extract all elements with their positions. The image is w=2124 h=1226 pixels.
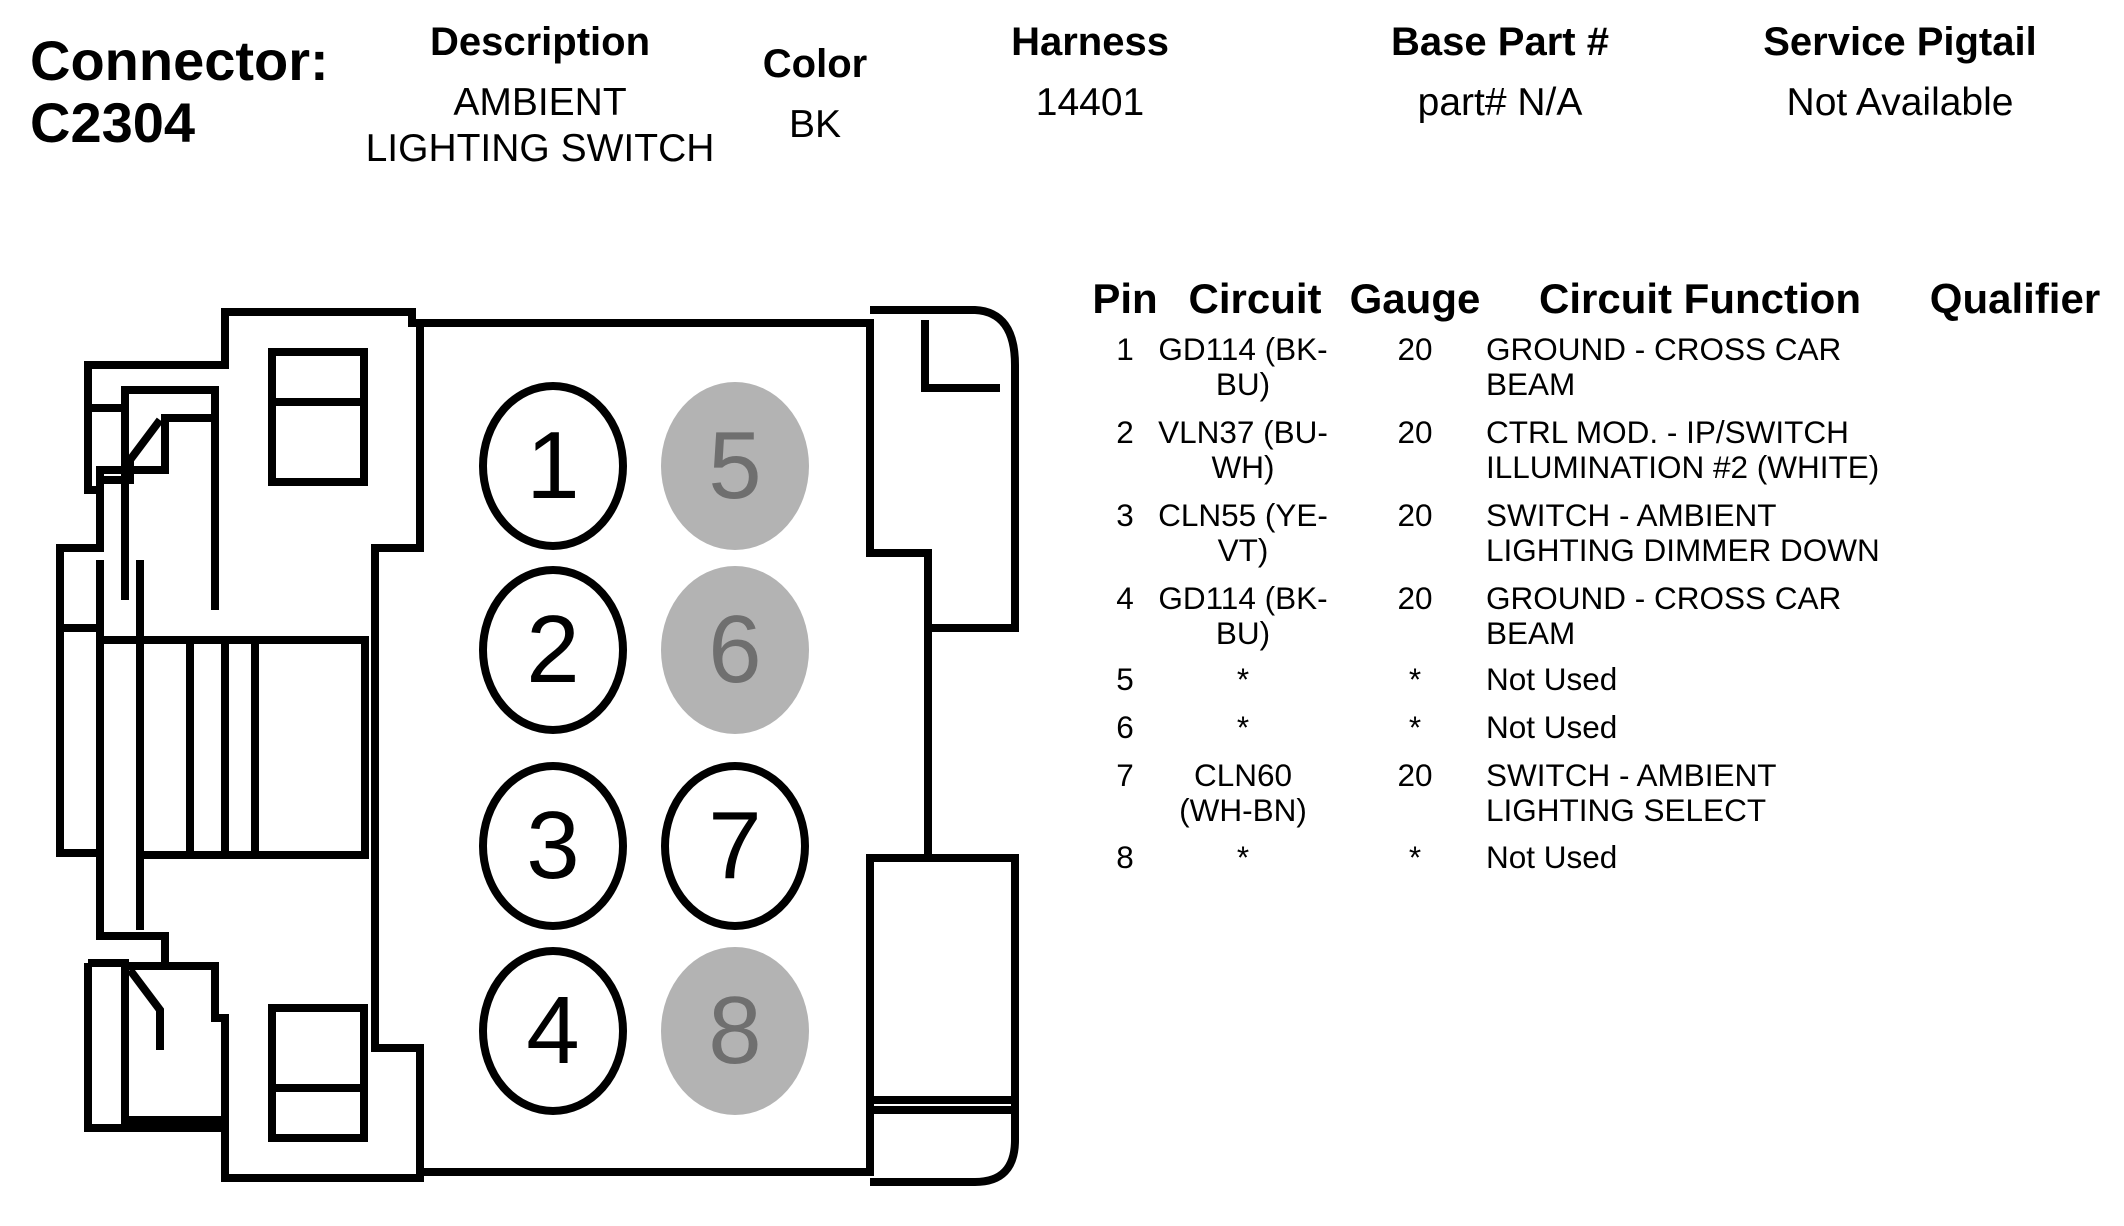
pin-4: 4: [479, 947, 627, 1115]
harness-label: Harness: [1011, 20, 1169, 64]
pin-8: 8: [661, 947, 809, 1115]
harness-value: 14401: [1035, 81, 1145, 124]
connector-housing: [56, 306, 1019, 1186]
pin-cavities: 1 5 2 6 3 7 4 8: [479, 382, 809, 1115]
gauge-cell: *: [1408, 839, 1422, 875]
col-header-circuit: Circuit: [1188, 275, 1322, 322]
color-value: BK: [788, 103, 842, 146]
pin-cell: 1: [1116, 331, 1134, 367]
pin-1: 1: [479, 382, 627, 550]
pin-cell: 7: [1116, 757, 1134, 793]
function-cell: Not Used: [1486, 839, 1618, 875]
gauge-cell: 20: [1397, 757, 1433, 793]
gauge-cell: 20: [1397, 331, 1433, 367]
circuit-cell: VT): [1217, 532, 1269, 568]
connector-id: C2304: [30, 91, 196, 154]
col-header-gauge: Gauge: [1349, 275, 1481, 322]
circuit-cell: *: [1236, 661, 1250, 697]
function-cell: Not Used: [1486, 661, 1618, 697]
function-cell: SWITCH - AMBIENT: [1486, 497, 1777, 533]
pin-1-number: 1: [526, 412, 579, 519]
circuit-cell: *: [1236, 709, 1250, 745]
function-cell: Not Used: [1486, 709, 1618, 745]
function-cell: SWITCH - AMBIENT: [1486, 757, 1777, 793]
pin-3-number: 3: [526, 792, 579, 899]
upper-lock-window: [268, 348, 368, 486]
gauge-cell: *: [1408, 709, 1422, 745]
color-label: Color: [762, 42, 868, 86]
col-header-pin: Pin: [1092, 275, 1158, 322]
function-cell: CTRL MOD. - IP/SWITCH: [1486, 414, 1849, 450]
gauge-cell: *: [1408, 661, 1422, 697]
pin-cell: 5: [1116, 661, 1134, 697]
circuit-cell: GD114 (BK-: [1158, 331, 1328, 367]
col-header-qualifier: Qualifier: [1929, 275, 2101, 322]
circuit-cell: GD114 (BK-: [1158, 580, 1328, 616]
connector-label: Connector:: [30, 29, 329, 92]
circuit-cell: CLN55 (YE-: [1158, 497, 1328, 533]
description-label: Description: [429, 20, 651, 64]
function-cell: BEAM: [1486, 615, 1576, 651]
base-part-value: part# N/A: [1417, 81, 1583, 124]
circuit-cell: (WH-BN): [1179, 792, 1307, 828]
function-cell: LIGHTING DIMMER DOWN: [1486, 532, 1880, 568]
circuit-cell: VLN37 (BU-: [1158, 414, 1328, 450]
pin-3: 3: [479, 762, 627, 930]
upper-right-tab: [870, 306, 1019, 632]
pin-2: 2: [479, 566, 627, 734]
pin-2-cavity: [479, 566, 627, 734]
pin-cell: 2: [1116, 414, 1134, 450]
pin-cell: 6: [1116, 709, 1134, 745]
connector-face-diagram: 1 5 2 6 3 7 4 8: [56, 306, 1019, 1186]
pin-cell: 3: [1116, 497, 1134, 533]
pin-1-cavity: [479, 382, 627, 550]
lower-lock-window: [268, 1004, 368, 1142]
pin-4-number: 4: [526, 977, 579, 1084]
pin-7: 7: [661, 762, 809, 930]
function-cell: GROUND - CROSS CAR: [1486, 580, 1842, 616]
pin-8-number: 8: [708, 977, 761, 1084]
description-line2: LIGHTING SWITCH: [365, 127, 715, 170]
pin-cell: 4: [1116, 580, 1134, 616]
function-cell: GROUND - CROSS CAR: [1486, 331, 1842, 367]
circuit-cell: CLN60: [1193, 757, 1293, 793]
pin-7-cavity: [661, 762, 809, 930]
pin-6-cavity: [661, 566, 809, 734]
gauge-cell: 20: [1397, 497, 1433, 533]
circuit-cell: *: [1236, 839, 1250, 875]
function-cell: LIGHTING SELECT: [1486, 792, 1767, 828]
pin-7-number: 7: [708, 792, 761, 899]
pin-5: 5: [661, 382, 809, 550]
gauge-cell: 20: [1397, 580, 1433, 616]
lower-right-tab: [870, 854, 1019, 1114]
pin-5-number: 5: [708, 412, 761, 519]
pin-8-cavity: [661, 947, 809, 1115]
base-part-label: Base Part #: [1391, 20, 1609, 64]
function-cell: ILLUMINATION #2 (WHITE): [1486, 449, 1880, 485]
service-pigtail-label: Service Pigtail: [1763, 20, 2037, 64]
pin-cell: 8: [1116, 839, 1134, 875]
pin-3-cavity: [479, 762, 627, 930]
connector-inner-face: [371, 319, 932, 1176]
description-line1: AMBIENT: [453, 81, 627, 124]
col-header-circuit-function: Circuit Function: [1539, 275, 1861, 322]
gauge-cell: 20: [1397, 414, 1433, 450]
circuit-cell: BU): [1215, 615, 1271, 651]
pin-6-number: 6: [708, 596, 761, 703]
function-cell: BEAM: [1486, 366, 1576, 402]
pin-5-cavity: [661, 382, 809, 550]
pin-4-cavity: [479, 947, 627, 1115]
circuit-cell: WH): [1211, 449, 1275, 485]
circuit-cell: BU): [1215, 366, 1271, 402]
service-pigtail-value: Not Available: [1786, 81, 2014, 124]
pin-2-number: 2: [526, 596, 579, 703]
pin-6: 6: [661, 566, 809, 734]
